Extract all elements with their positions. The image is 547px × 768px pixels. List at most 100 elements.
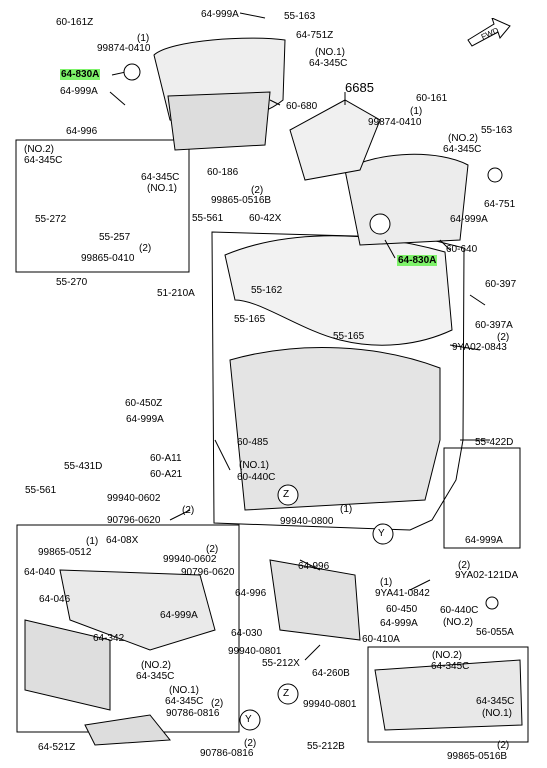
label-9ya02-121da: 9YA02-121DA bbox=[455, 570, 519, 581]
qty-2-e: (2) bbox=[206, 544, 219, 555]
label-60-440c: 60-440C bbox=[237, 472, 276, 483]
vent-knob-3 bbox=[487, 167, 503, 183]
qty-1-b: (1) bbox=[410, 106, 423, 117]
knee-panel bbox=[374, 659, 523, 731]
label-55-431d: 55-431D bbox=[64, 461, 103, 472]
label-64-999a-2: 64-999A bbox=[450, 214, 488, 225]
dash-frame bbox=[229, 347, 441, 511]
label-55-163-b: 55-163 bbox=[481, 125, 513, 136]
label-64-345c-8: 64-345C bbox=[476, 696, 515, 707]
label-99874-0410-b: 99874-0410 bbox=[368, 117, 422, 128]
qty-2-g: (2) bbox=[211, 698, 224, 709]
label-64-345c-5: 64-345C bbox=[136, 671, 175, 682]
vent-knob-1 bbox=[123, 63, 141, 81]
label-64-830a-highlight-2: 64-830A bbox=[397, 255, 438, 266]
label-60-186: 60-186 bbox=[207, 167, 239, 178]
qty-1-d: (1) bbox=[86, 536, 99, 547]
label-90786-0816-b: 90786-0816 bbox=[200, 748, 254, 759]
label-55-272: 55-272 bbox=[35, 214, 67, 225]
label-56-055a: 56-055A bbox=[476, 627, 514, 638]
label-64-342: 64-342 bbox=[93, 633, 125, 644]
label-64-08x: 64-08X bbox=[106, 535, 139, 546]
label-64-999a-4: 64-999A bbox=[465, 535, 503, 546]
forward-arrow-icon: FWD bbox=[464, 17, 512, 48]
label-60-161: 60-161 bbox=[416, 93, 448, 104]
label-60-410a: 60-410A bbox=[362, 634, 400, 645]
label-no2-c: (NO.2) bbox=[443, 617, 473, 628]
label-64-999a-3: 64-999A bbox=[126, 414, 164, 425]
label-64-345c-3: 64-345C bbox=[141, 172, 180, 183]
label-99940-0801: 99940-0801 bbox=[228, 646, 282, 657]
label-99874-0410: 99874-0410 bbox=[97, 43, 151, 54]
label-64-046: 64-046 bbox=[39, 594, 71, 605]
label-no1-e: (NO.1) bbox=[482, 708, 512, 719]
label-99940-0801-b: 99940-0801 bbox=[303, 699, 357, 710]
fwd-label: FWD bbox=[480, 26, 501, 42]
label-64-999a-6: 64-999A bbox=[160, 610, 198, 621]
label-9ya41-0842: 9YA41-0842 bbox=[375, 588, 430, 599]
label-90786-0816: 90786-0816 bbox=[166, 708, 220, 719]
label-55-257: 55-257 bbox=[99, 232, 131, 243]
qty-2-d: (2) bbox=[182, 505, 195, 516]
glove-box-door bbox=[59, 569, 216, 651]
label-60-a11: 60-A11 bbox=[150, 453, 182, 464]
label-60-a21: 60-A21 bbox=[150, 469, 183, 480]
qty-1: (1) bbox=[137, 33, 150, 44]
label-60-485: 60-485 bbox=[237, 437, 269, 448]
label-99940-0602: 99940-0602 bbox=[107, 493, 161, 504]
label-90796-0620: 90796-0620 bbox=[107, 515, 161, 526]
label-64-996-b: 64-996 bbox=[298, 561, 330, 572]
trim-strip-box bbox=[15, 139, 190, 273]
qty-1-c: (1) bbox=[340, 504, 353, 515]
lower-panel-box bbox=[367, 646, 529, 743]
dash-top-panel bbox=[224, 235, 453, 346]
label-no2-d: (NO.2) bbox=[141, 660, 171, 671]
label-64-996-c: 64-996 bbox=[235, 588, 267, 599]
label-55-561: 55-561 bbox=[192, 213, 224, 224]
label-64-030: 64-030 bbox=[231, 628, 263, 639]
label-y-ref-2: Y bbox=[245, 714, 252, 725]
label-y-ref: Y bbox=[378, 528, 385, 539]
label-55-165-b: 55-165 bbox=[333, 331, 365, 342]
label-no1-d: (NO.1) bbox=[169, 685, 199, 696]
label-60-397: 60-397 bbox=[485, 279, 517, 290]
label-60-450: 60-450 bbox=[386, 604, 418, 615]
bracket-box bbox=[443, 447, 521, 549]
label-64-345c: 64-345C bbox=[309, 58, 348, 69]
label-64-040: 64-040 bbox=[24, 567, 56, 578]
label-64-999a-top: 64-999A bbox=[201, 9, 239, 20]
label-64-521z: 64-521Z bbox=[38, 742, 76, 753]
label-z-ref: Z bbox=[283, 489, 290, 500]
label-64-999a-5: 64-999A bbox=[380, 618, 418, 629]
label-90796-0620-b: 90796-0620 bbox=[181, 567, 235, 578]
vent-panel bbox=[289, 99, 381, 181]
label-no2: (NO.2) bbox=[24, 144, 54, 155]
qty-2-h: (2) bbox=[244, 738, 257, 749]
qty-1-e: (1) bbox=[380, 577, 393, 588]
ref-circle-z2 bbox=[277, 683, 299, 705]
label-no2-e: (NO.2) bbox=[432, 650, 462, 661]
label-60-397a: 60-397A bbox=[475, 320, 513, 331]
label-9ya02-0843: 9YA02-0843 bbox=[452, 342, 507, 353]
label-64-345c-7: 64-345C bbox=[165, 696, 204, 707]
cap-part bbox=[485, 596, 499, 610]
label-64-751z: 64-751Z bbox=[296, 30, 334, 41]
label-55-270: 55-270 bbox=[56, 277, 88, 288]
label-64-751: 64-751 bbox=[484, 199, 516, 210]
qty-2-a: (2) bbox=[251, 185, 264, 196]
qty-2-c: (2) bbox=[497, 332, 510, 343]
ref-circle-z1 bbox=[277, 484, 299, 506]
label-55-212b: 55-212B bbox=[307, 741, 345, 752]
label-no1-c: (NO.1) bbox=[239, 460, 269, 471]
label-z-ref-2: Z bbox=[283, 688, 290, 699]
center-console-unit bbox=[167, 91, 271, 151]
label-64-345c-4: 64-345C bbox=[443, 144, 482, 155]
qty-2-f: (2) bbox=[458, 560, 471, 571]
glove-box-lid bbox=[24, 619, 111, 711]
label-55-165: 55-165 bbox=[234, 314, 266, 325]
label-60-161z: 60-161Z bbox=[56, 17, 94, 28]
label-99940-0602-b: 99940-0602 bbox=[163, 554, 217, 565]
label-no2-b: (NO.2) bbox=[448, 133, 478, 144]
label-64-830a-highlight: 64-830A bbox=[60, 69, 101, 80]
